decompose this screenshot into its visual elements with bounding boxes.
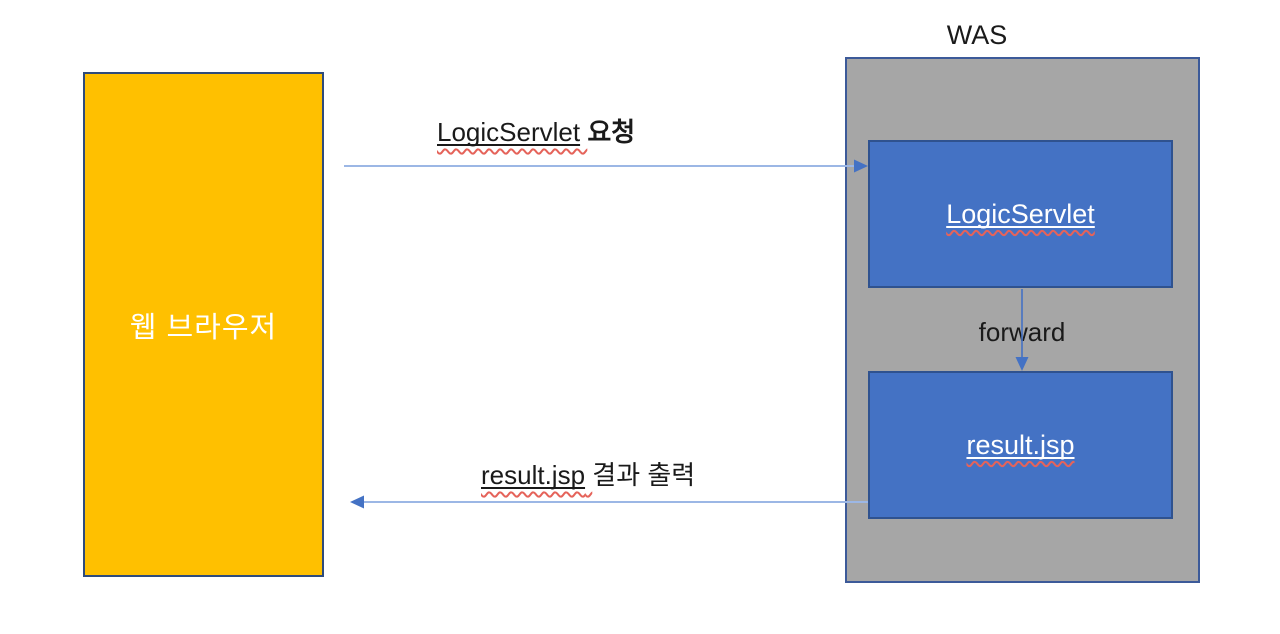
logicservlet-box: LogicServlet	[868, 140, 1173, 288]
request-label-suffix: 요청	[587, 117, 636, 147]
request-arrow	[344, 159, 868, 173]
logicservlet-label: LogicServlet	[946, 198, 1095, 229]
resultjsp-box: result.jsp	[868, 371, 1173, 519]
forward-arrow-label: forward	[978, 317, 1066, 347]
resultjsp-label: result.jsp	[966, 429, 1075, 460]
request-label-code: LogicServlet	[437, 117, 581, 147]
response-label-suffix: 결과 출력	[592, 460, 696, 490]
web-browser-label: 웹 브라우저	[129, 311, 278, 344]
web-browser-box: 웹 브라우저	[83, 72, 324, 577]
request-arrow-label: LogicServlet 요청	[437, 112, 635, 149]
response-arrow	[350, 495, 868, 509]
response-arrow-label: result.jsp 결과 출력	[481, 455, 695, 492]
response-label-code: result.jsp	[481, 460, 586, 490]
was-title: WAS	[946, 20, 1008, 50]
